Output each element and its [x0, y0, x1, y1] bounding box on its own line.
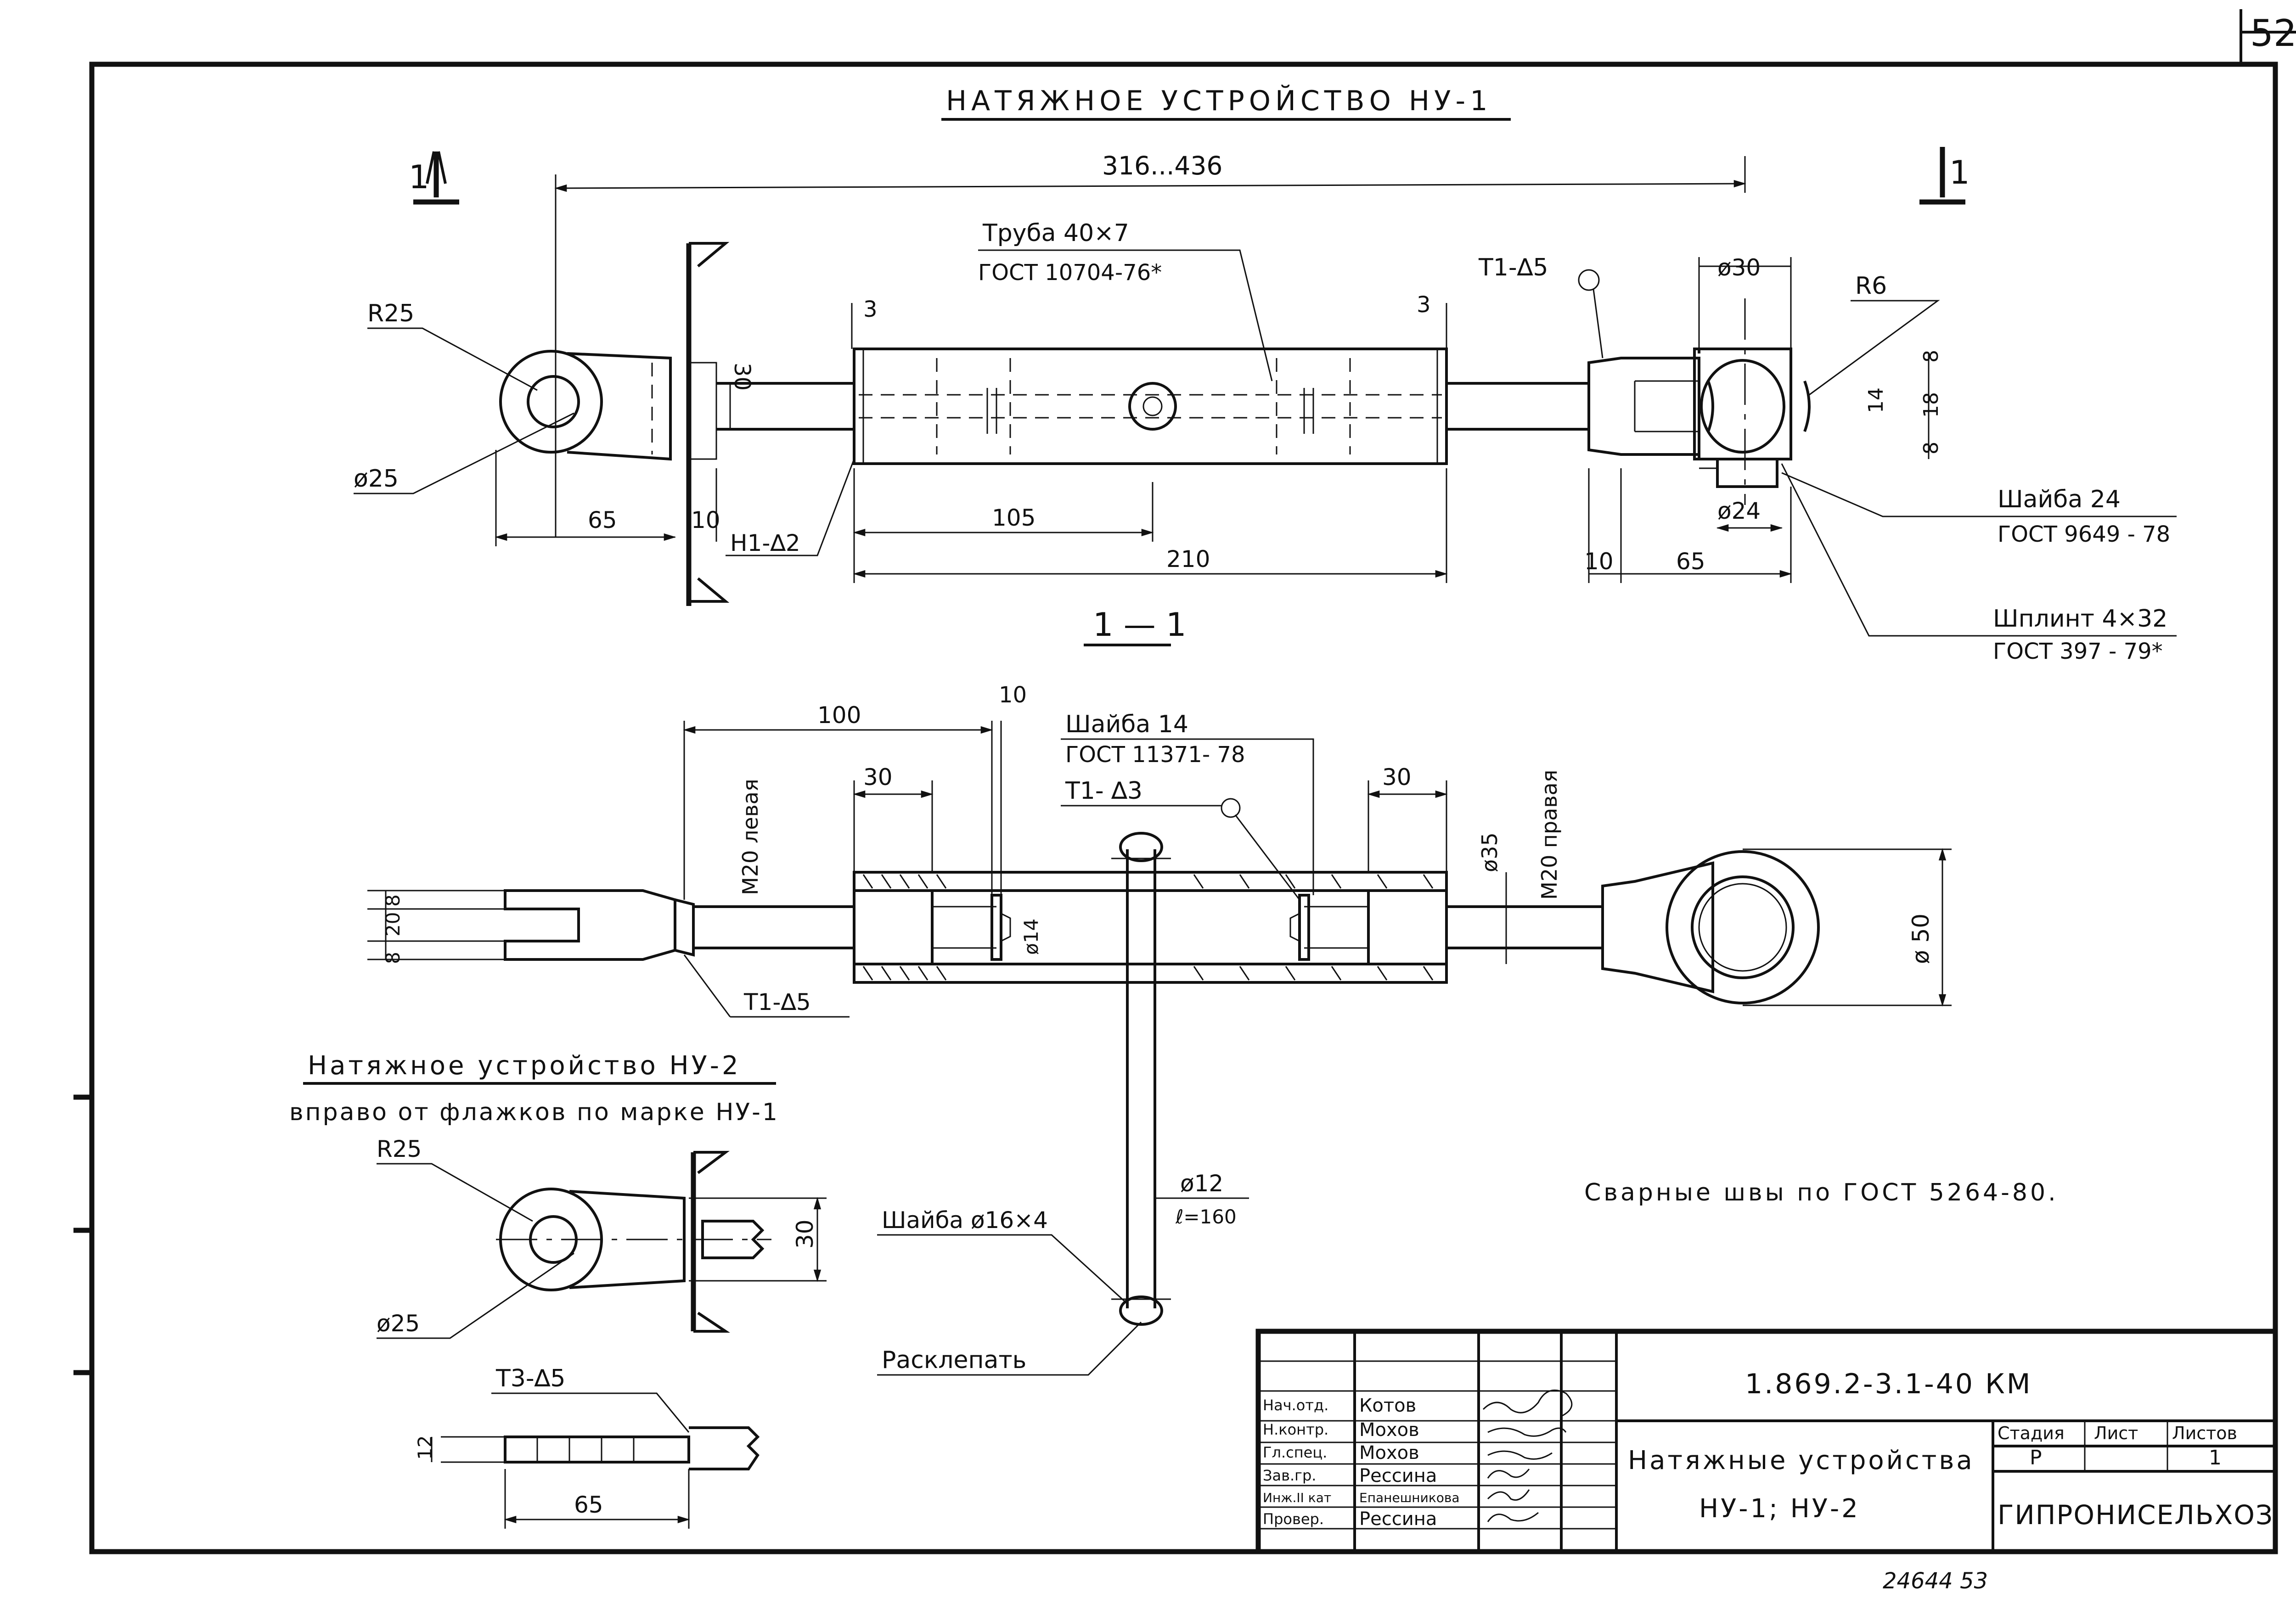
callout-pipe-gost: ГОСТ 10704-76* [978, 260, 1162, 286]
callout-pin: Шплинт 4×32 [1993, 605, 2167, 633]
title-block-sheets: 1 [2209, 1446, 2222, 1469]
dim-65-left: 65 [588, 507, 617, 533]
callout-rivet: Расклепать [882, 1346, 1026, 1374]
dim-14-top: 14 [1864, 387, 1888, 413]
dim-3-left: 3 [863, 297, 878, 322]
dim-8-sec-bot: 8 [382, 952, 404, 964]
callout-t3-5: Т3-∆5 [495, 1365, 565, 1392]
dim-12: 12 [414, 1436, 436, 1460]
title-nu2: Натяжное устройство НУ-2 [308, 1051, 741, 1081]
dim-d25-nu2: ø25 [377, 1310, 420, 1337]
bottom-stamp: 24644 53 [1883, 1568, 1988, 1594]
dim-phi30: ø30 [1717, 254, 1761, 281]
callout-t1-5-top: Т1-∆5 [1478, 254, 1548, 281]
dim-phi24: ø24 [1717, 498, 1761, 524]
dim-8-top: 8 [1919, 350, 1943, 363]
callout-washer24-gost: ГОСТ 9649 - 78 [1998, 522, 2170, 547]
callout-washer14-gost: ГОСТ 11371- 78 [1065, 742, 1245, 768]
dim-20-sec: 20 [382, 912, 404, 936]
dim-d25-top: ø25 [354, 465, 399, 493]
name-5: Рессина [1359, 1508, 1437, 1530]
role-1: Н.контр. [1263, 1421, 1328, 1438]
role-4: Инж.II кат [1263, 1490, 1331, 1505]
title-nu1: НАТЯЖНОЕ УСТРОЙСТВО НУ-1 [946, 84, 1492, 117]
title-block-col-stage: Стадия [1998, 1423, 2065, 1443]
callout-h1-2: Н1-∆2 [730, 530, 800, 556]
section-mark-left: 1 [409, 151, 459, 205]
callout-washer24: Шайба 24 [1998, 486, 2121, 513]
callout-pipe: Труба 40×7 [982, 219, 1129, 247]
name-2: Мохов [1359, 1442, 1419, 1464]
title-block-col-sheets: Листов [2172, 1423, 2237, 1443]
callout-washer14: Шайба 14 [1065, 711, 1188, 738]
dim-30-left: 30 [729, 363, 755, 391]
signatures [1482, 1389, 1573, 1522]
nu2-eye-view [496, 1151, 771, 1333]
role-3: Зав.гр. [1263, 1467, 1316, 1484]
dim-30-left-sec: 30 [863, 764, 893, 791]
name-0: Котов [1359, 1395, 1416, 1416]
callout-t1-5-sec: Т1-∆5 [743, 989, 811, 1015]
role-0: Нач.отд. [1263, 1396, 1328, 1414]
dim-65-right: 65 [1676, 548, 1705, 575]
title-block-org: ГИПРОНИСЕЛЬХОЗ [1998, 1499, 2273, 1531]
sheet-number: 52 [2250, 12, 2296, 55]
title-block-col-sheet: Лист [2094, 1423, 2138, 1443]
m20-left: M20 левая [738, 779, 763, 895]
dim-210: 210 [1166, 546, 1210, 572]
dim-30-nu2: 30 [792, 1219, 818, 1249]
dim-r25-top: R25 [367, 300, 414, 327]
dim-8-sec-top: 8 [382, 894, 404, 907]
name-3: Рессина [1359, 1465, 1437, 1486]
title-block-name-1: Натяжные устройства [1628, 1446, 1975, 1475]
nu1-top-view [499, 242, 1811, 606]
dim-10-left: 10 [691, 507, 720, 533]
section-mark-right-label: 1 [1949, 154, 1970, 191]
section-mark-right: 1 [1919, 147, 1970, 205]
nu1-section-view [504, 832, 1820, 1326]
role-2: Гл.спец. [1263, 1444, 1327, 1461]
dim-100: 100 [817, 702, 861, 729]
dim-phi12: ø12 [1180, 1170, 1223, 1197]
title-block-people: Нач.отд. Котов Н.контр. Мохов Гл.спец. М… [1263, 1395, 1460, 1530]
title-block-name-2: НУ-1; НУ-2 [1699, 1494, 1860, 1524]
dim-phi50: ø 50 [1908, 914, 1934, 964]
name-4: Епанешникова [1359, 1490, 1460, 1505]
dim-10-right: 10 [1584, 548, 1614, 575]
dim-r25-nu2: R25 [377, 1136, 422, 1162]
dim-r6: R6 [1855, 272, 1887, 300]
callout-t1-3: Т1- ∆3 [1065, 777, 1142, 805]
dim-total: 316...436 [1102, 151, 1222, 180]
dim-30-right-sec: 30 [1382, 764, 1412, 791]
dim-105: 105 [992, 505, 1035, 531]
dim-18: 18 [1919, 392, 1943, 418]
m20-right: M20 правая [1537, 770, 1562, 900]
welds-note: Сварные швы по ГОСТ 5264-80. [1584, 1179, 2059, 1206]
dim-l160: ℓ=160 [1175, 1206, 1237, 1228]
dim-10-section: 10 [999, 682, 1027, 708]
role-5: Провер. [1263, 1510, 1324, 1528]
nu2-note: вправо от флажков по марке НУ-1 [289, 1099, 779, 1126]
callout-pin-gost: ГОСТ 397 - 79* [1993, 639, 2163, 664]
title-block [1255, 1329, 2278, 1554]
title-block-code: 1.869.2-3.1-40 КМ [1745, 1368, 2032, 1400]
dim-phi35: ø35 [1477, 832, 1502, 872]
callout-washer16: Шайба ø16×4 [882, 1207, 1048, 1234]
title-block-stage: Р [2030, 1446, 2042, 1469]
name-1: Мохов [1359, 1419, 1419, 1441]
nu2-plate-view [504, 1426, 760, 1470]
section-mark-left-label: 1 [409, 158, 429, 196]
section-title: 1 — 1 [1093, 606, 1187, 644]
dim-3-right: 3 [1417, 292, 1431, 318]
dim-phi14: ø14 [1020, 919, 1042, 955]
dim-8-bot: 8 [1919, 442, 1943, 454]
drawing-frame [73, 9, 2296, 1554]
dim-65-nu2: 65 [574, 1492, 603, 1518]
